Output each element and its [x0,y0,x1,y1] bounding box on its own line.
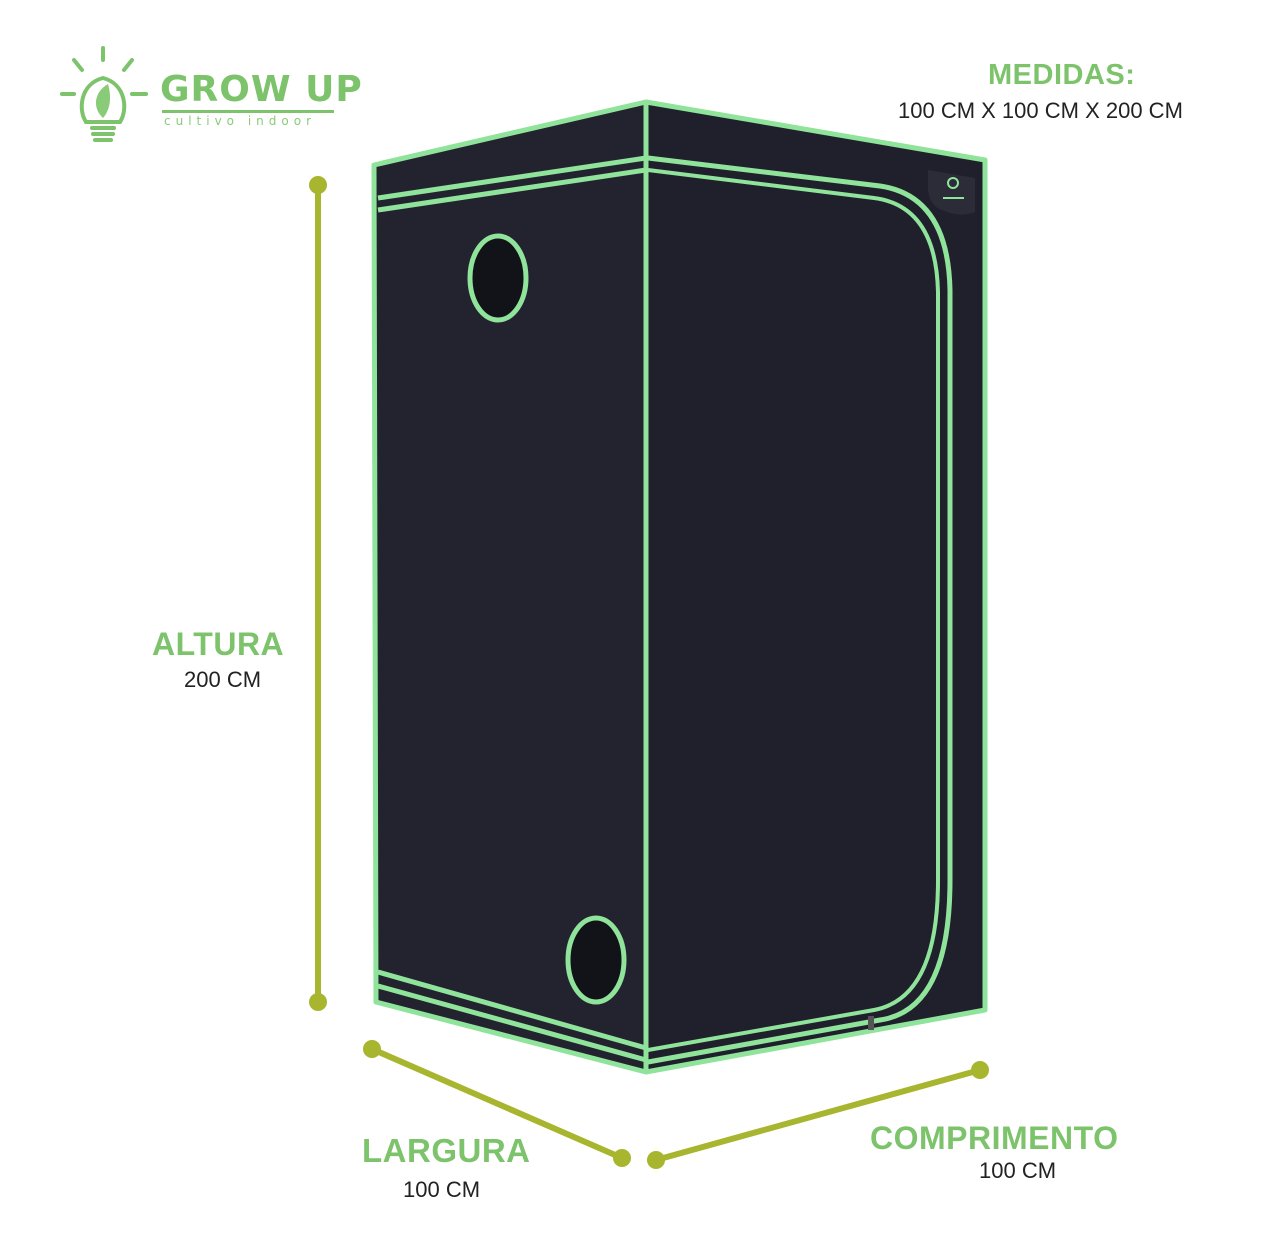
length-dimension-line [647,1061,989,1169]
width-label: LARGURA [362,1132,531,1169]
width-dimension-line [363,1040,631,1167]
length-value: 100 CM [979,1158,1057,1183]
brand-name: GROW UP [160,69,363,110]
lightbulb-leaf-icon [60,46,148,142]
height-label: ALTURA [152,626,285,662]
width-value: 100 CM [403,1177,481,1202]
brand-divider [162,110,334,113]
tent-right-face [643,99,988,1075]
height-value: 200 CM [184,667,262,692]
tent-left-face [371,99,649,1075]
brand-tagline: cultivo indoor [164,114,317,128]
vent-port-bottom [565,915,627,1005]
vent-port-top [467,233,529,323]
length-label: COMPRIMENTO [870,1120,1119,1156]
brand-tag-icon [943,177,964,199]
height-dimension-line [309,176,327,1011]
measurements-title: MEDIDAS: [988,59,1136,91]
measurements-summary: 100 CM X 100 CM X 200 CM [898,98,1183,123]
